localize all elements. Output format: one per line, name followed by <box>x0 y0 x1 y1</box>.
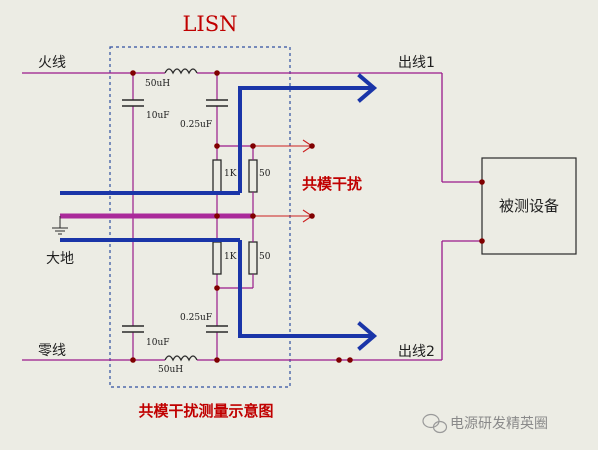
dut-label: 被测设备 <box>499 197 559 215</box>
cap-right-bottom <box>206 325 228 333</box>
resistor-50-top <box>248 159 258 193</box>
cm-interference-label: 共模干扰 <box>302 175 362 193</box>
live-label: 火线 <box>38 55 66 71</box>
inductor-bottom <box>164 355 198 362</box>
cap-left-top <box>122 99 144 107</box>
cap-left-bottom-label: 10uF <box>146 338 170 348</box>
inductor-bottom-label: 50uH <box>158 365 183 375</box>
resistor-1k-bottom-label: 1K <box>224 252 237 262</box>
neutral-line <box>22 240 482 361</box>
outlet1-label: 出线1 <box>398 55 435 71</box>
blue-path-top <box>60 73 378 195</box>
junction-dots <box>130 70 485 363</box>
resistor-1k-bottom <box>212 241 222 275</box>
cap-left-bottom <box>122 325 144 333</box>
inductor-top-label: 50uH <box>145 79 170 89</box>
resistor-1k-top-label: 1K <box>224 169 237 179</box>
resistor-1k-top <box>212 159 222 193</box>
neutral-label: 零线 <box>38 343 66 359</box>
measurement-arrow-bottom <box>253 209 313 223</box>
inductor-top <box>164 68 198 75</box>
resistor-50-top-label: 50 <box>259 169 271 179</box>
outlet2-label: 出线2 <box>398 344 435 360</box>
cap-right-top-label: 0.25uF <box>180 120 212 130</box>
measurement-arrow-top <box>253 139 313 153</box>
resistor-50-bottom <box>248 241 258 275</box>
resistor-50-bottom-label: 50 <box>259 252 271 262</box>
dut-box <box>481 157 577 255</box>
blue-path-bottom <box>60 238 378 351</box>
cap-right-bottom-label: 0.25uF <box>180 313 212 323</box>
ground-symbol-icon <box>52 227 68 235</box>
diagram-caption: 共模干扰测量示意图 <box>138 402 273 420</box>
wechat-icon <box>422 413 448 434</box>
cap-right-top <box>206 99 228 107</box>
watermark-text: 电源研发精英圈 <box>450 415 548 432</box>
live-line <box>22 72 482 183</box>
diagram-title: LISN <box>182 12 237 36</box>
ground-label: 大地 <box>46 251 74 267</box>
cap-left-top-label: 10uF <box>146 111 170 121</box>
